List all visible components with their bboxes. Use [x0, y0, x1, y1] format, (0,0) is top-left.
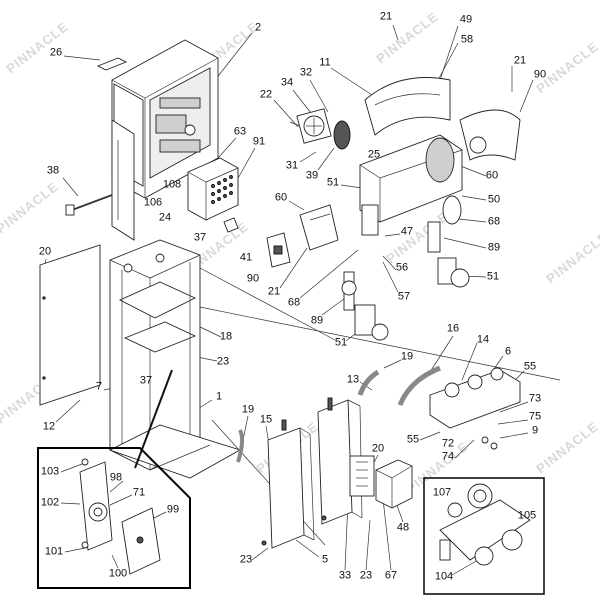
callout-60: 60 — [274, 191, 288, 204]
callout-23: 23 — [359, 569, 373, 582]
control-box — [187, 157, 239, 221]
callout-23: 23 — [239, 553, 253, 566]
callout-55: 55 — [523, 360, 537, 373]
callout-99: 99 — [166, 503, 180, 516]
callout-2: 2 — [254, 21, 262, 34]
callout-51: 51 — [334, 336, 348, 349]
callout-48: 48 — [396, 521, 410, 534]
terminal-block — [349, 455, 375, 497]
fitting-right — [427, 221, 470, 288]
callout-49: 49 — [459, 13, 473, 26]
electrical-enclosure — [96, 39, 219, 241]
callout-67: 67 — [384, 569, 398, 582]
callout-56: 56 — [395, 261, 409, 274]
callout-72: 72 — [441, 437, 455, 450]
inset-box-right — [423, 477, 545, 595]
callout-107: 107 — [432, 486, 452, 499]
callout-21: 21 — [379, 10, 393, 23]
callout-39: 39 — [305, 169, 319, 182]
callout-5: 5 — [321, 553, 329, 566]
callout-32: 32 — [299, 66, 313, 79]
callout-1: 1 — [215, 390, 223, 403]
callout-73: 73 — [528, 392, 542, 405]
callout-105: 105 — [517, 509, 537, 522]
callout-106: 106 — [143, 196, 163, 209]
callout-19: 19 — [241, 403, 255, 416]
callout-68: 68 — [487, 215, 501, 228]
callout-13: 13 — [346, 373, 360, 386]
callout-15: 15 — [259, 413, 273, 426]
callout-41: 41 — [239, 251, 253, 264]
callout-74: 74 — [441, 450, 455, 463]
callout-25: 25 — [367, 148, 381, 161]
callout-20: 20 — [38, 245, 52, 258]
callout-7: 7 — [95, 380, 103, 393]
callout-51: 51 — [486, 270, 500, 283]
fan-assembly — [289, 108, 351, 150]
callout-31: 31 — [285, 159, 299, 172]
callout-91: 91 — [252, 135, 266, 148]
callout-9: 9 — [531, 424, 539, 437]
callout-60: 60 — [485, 169, 499, 182]
label-plate-90 — [266, 232, 291, 268]
callout-37: 37 — [139, 374, 153, 387]
callout-100: 100 — [108, 567, 128, 580]
callout-18: 18 — [219, 330, 233, 343]
small-block-41 — [223, 217, 239, 233]
fitting-left — [341, 271, 389, 341]
callout-11: 11 — [319, 56, 331, 69]
callout-51: 51 — [326, 176, 340, 189]
motor-cover-11 — [364, 77, 451, 136]
bolt-38 — [65, 194, 113, 216]
callout-33: 33 — [338, 569, 352, 582]
callout-58: 58 — [460, 33, 474, 46]
callout-26: 26 — [49, 46, 63, 59]
side-panel — [39, 244, 101, 406]
callout-68: 68 — [287, 296, 301, 309]
callout-103: 103 — [40, 465, 60, 478]
callout-37: 37 — [193, 231, 207, 244]
callout-108: 108 — [162, 178, 182, 191]
callout-6: 6 — [504, 345, 512, 358]
callout-102: 102 — [40, 496, 60, 509]
callout-16: 16 — [446, 322, 460, 335]
manifold — [429, 367, 521, 450]
main-frame — [108, 239, 242, 479]
callout-24: 24 — [158, 211, 172, 224]
callout-63: 63 — [233, 125, 247, 138]
callout-55: 55 — [406, 433, 420, 446]
pump-assembly — [359, 134, 463, 236]
callout-50: 50 — [487, 193, 501, 206]
callout-20: 20 — [371, 442, 385, 455]
cover-58 — [459, 109, 521, 161]
column-left — [261, 419, 315, 549]
display-60 — [299, 204, 339, 251]
callout-90: 90 — [246, 272, 260, 285]
callout-38: 38 — [46, 164, 60, 177]
callout-34: 34 — [280, 76, 294, 89]
callout-57: 57 — [397, 290, 411, 303]
callout-23: 23 — [216, 355, 230, 368]
callout-21: 21 — [513, 54, 527, 67]
inset-box-left — [37, 447, 191, 589]
callout-101: 101 — [44, 545, 64, 558]
callout-90: 90 — [533, 68, 547, 81]
callout-89: 89 — [487, 241, 501, 254]
callout-75: 75 — [528, 410, 542, 423]
column-right — [317, 397, 363, 525]
callout-14: 14 — [476, 333, 490, 346]
callout-71: 71 — [132, 486, 146, 499]
callout-104: 104 — [434, 570, 454, 583]
callout-98: 98 — [109, 471, 123, 484]
hoses — [236, 365, 441, 463]
callout-47: 47 — [400, 225, 414, 238]
callout-22: 22 — [259, 88, 273, 101]
callout-21: 21 — [267, 285, 281, 298]
callout-19: 19 — [400, 350, 414, 363]
box-48 — [375, 459, 413, 509]
callout-89: 89 — [310, 314, 324, 327]
callout-12: 12 — [42, 420, 56, 433]
